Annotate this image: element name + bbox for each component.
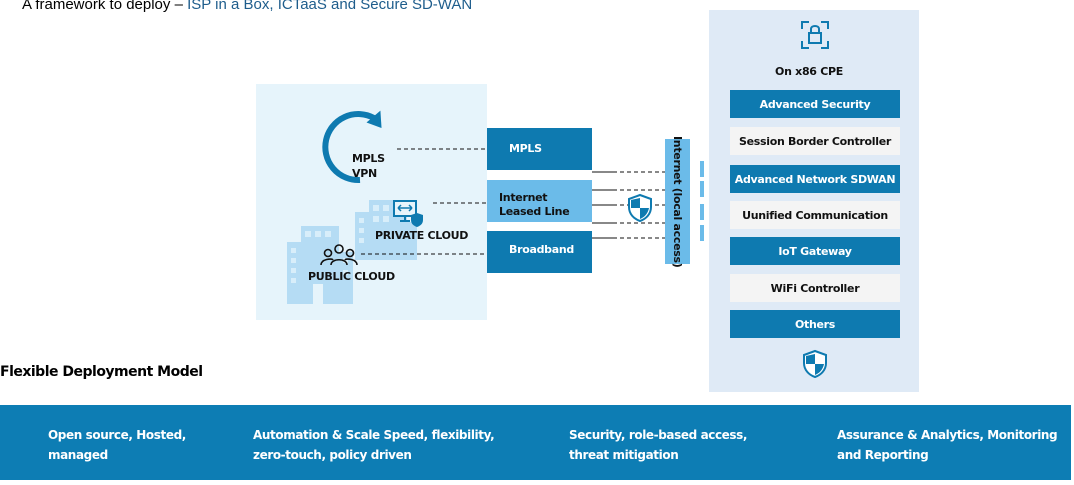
cpe-item-advanced-network-sdwan: Advanced Network SDWAN xyxy=(730,165,900,193)
cpe-item-label: Advanced Security xyxy=(759,97,871,111)
public-cloud-building-icon xyxy=(287,226,353,304)
cpe-panel: On x86 CPE Advanced Security Session Bor… xyxy=(709,10,919,392)
feature-bar: Open source, Hosted, managed Automation … xyxy=(0,405,1071,480)
section-label: Flexible Deployment Model xyxy=(0,364,203,380)
cpe-item-iot-gateway: IoT Gateway xyxy=(730,237,900,265)
feature-line1: Open source, Hosted, xyxy=(48,428,186,442)
private-cloud-building-icon xyxy=(355,200,417,260)
feature-line2: threat mitigation xyxy=(569,448,679,462)
feature-open-source: Open source, Hosted, managed xyxy=(48,425,186,465)
feature-line1: Assurance & Analytics, Monitoring xyxy=(837,428,1058,442)
feature-security: Security, role-based access, threat miti… xyxy=(569,425,747,465)
feature-assurance: Assurance & Analytics, Monitoring and Re… xyxy=(837,425,1058,465)
lock-scan-icon xyxy=(801,21,829,49)
feature-line1: Automation & Scale Speed, flexibility, xyxy=(253,428,495,442)
security-shield-icon xyxy=(628,193,652,223)
cpe-title: On x86 CPE xyxy=(775,65,843,78)
feature-line2: zero-touch, policy driven xyxy=(253,448,412,462)
cpe-item-unified-communication: Uunified Communication xyxy=(730,201,900,229)
cpe-item-label: IoT Gateway xyxy=(778,244,852,258)
cpe-item-label: WiFi Controller xyxy=(770,281,860,295)
cpe-item-advanced-security: Advanced Security xyxy=(730,90,900,118)
connector-tick xyxy=(700,161,704,177)
link-internet-label-line1: Internet xyxy=(499,191,548,204)
cpe-shield-icon xyxy=(803,349,827,379)
link-internet-label-line2: Leased Line xyxy=(499,205,570,218)
feature-line1: Security, role-based access, xyxy=(569,428,748,442)
mpls-vpn-line1: MPLS xyxy=(352,152,385,165)
connector-tick xyxy=(700,204,704,220)
link-mpls: MPLS xyxy=(487,128,592,170)
cpe-item-label: Advanced Network SDWAN xyxy=(734,172,896,186)
connector-tick xyxy=(700,225,704,241)
mpls-vpn-label: MPLS VPN xyxy=(352,151,385,181)
cpe-item-label: Others xyxy=(794,317,836,331)
link-broadband: Broadband xyxy=(487,231,592,273)
connector-tick xyxy=(700,181,704,197)
cpe-item-others: Others xyxy=(730,310,900,338)
cpe-item-label: Uunified Communication xyxy=(742,208,888,222)
monitor-shield-icon xyxy=(393,200,423,227)
title-accent: ISP in a Box, ICTaaS and Secure SD-WAN xyxy=(187,0,473,13)
cpe-item-wifi-controller: WiFi Controller xyxy=(730,274,900,302)
internet-local-access-label: Internet (local access) xyxy=(671,135,684,268)
feature-line2: and Reporting xyxy=(837,448,929,462)
cpe-item-label: Session Border Controller xyxy=(738,134,892,148)
title-prefix: A framework to deploy – xyxy=(22,0,188,13)
refresh-cycle-icon xyxy=(322,110,382,184)
link-internet-leased-line: Internet Leased Line xyxy=(487,180,592,222)
users-group-icon xyxy=(320,244,358,266)
cpe-item-session-border-controller: Session Border Controller xyxy=(730,127,900,155)
link-mpls-label: MPLS xyxy=(509,142,542,155)
public-cloud-label: PUBLIC CLOUD xyxy=(308,270,395,283)
link-broadband-label: Broadband xyxy=(509,243,574,256)
page-title: A framework to deploy – ISP in a Box, IC… xyxy=(22,0,472,13)
mpls-vpn-line2: VPN xyxy=(352,167,377,180)
internet-local-access-bar: Internet (local access) xyxy=(665,136,690,267)
feature-automation: Automation & Scale Speed, flexibility, z… xyxy=(253,425,495,465)
feature-line2: managed xyxy=(48,448,108,462)
private-cloud-label: PRIVATE CLOUD xyxy=(375,229,469,242)
